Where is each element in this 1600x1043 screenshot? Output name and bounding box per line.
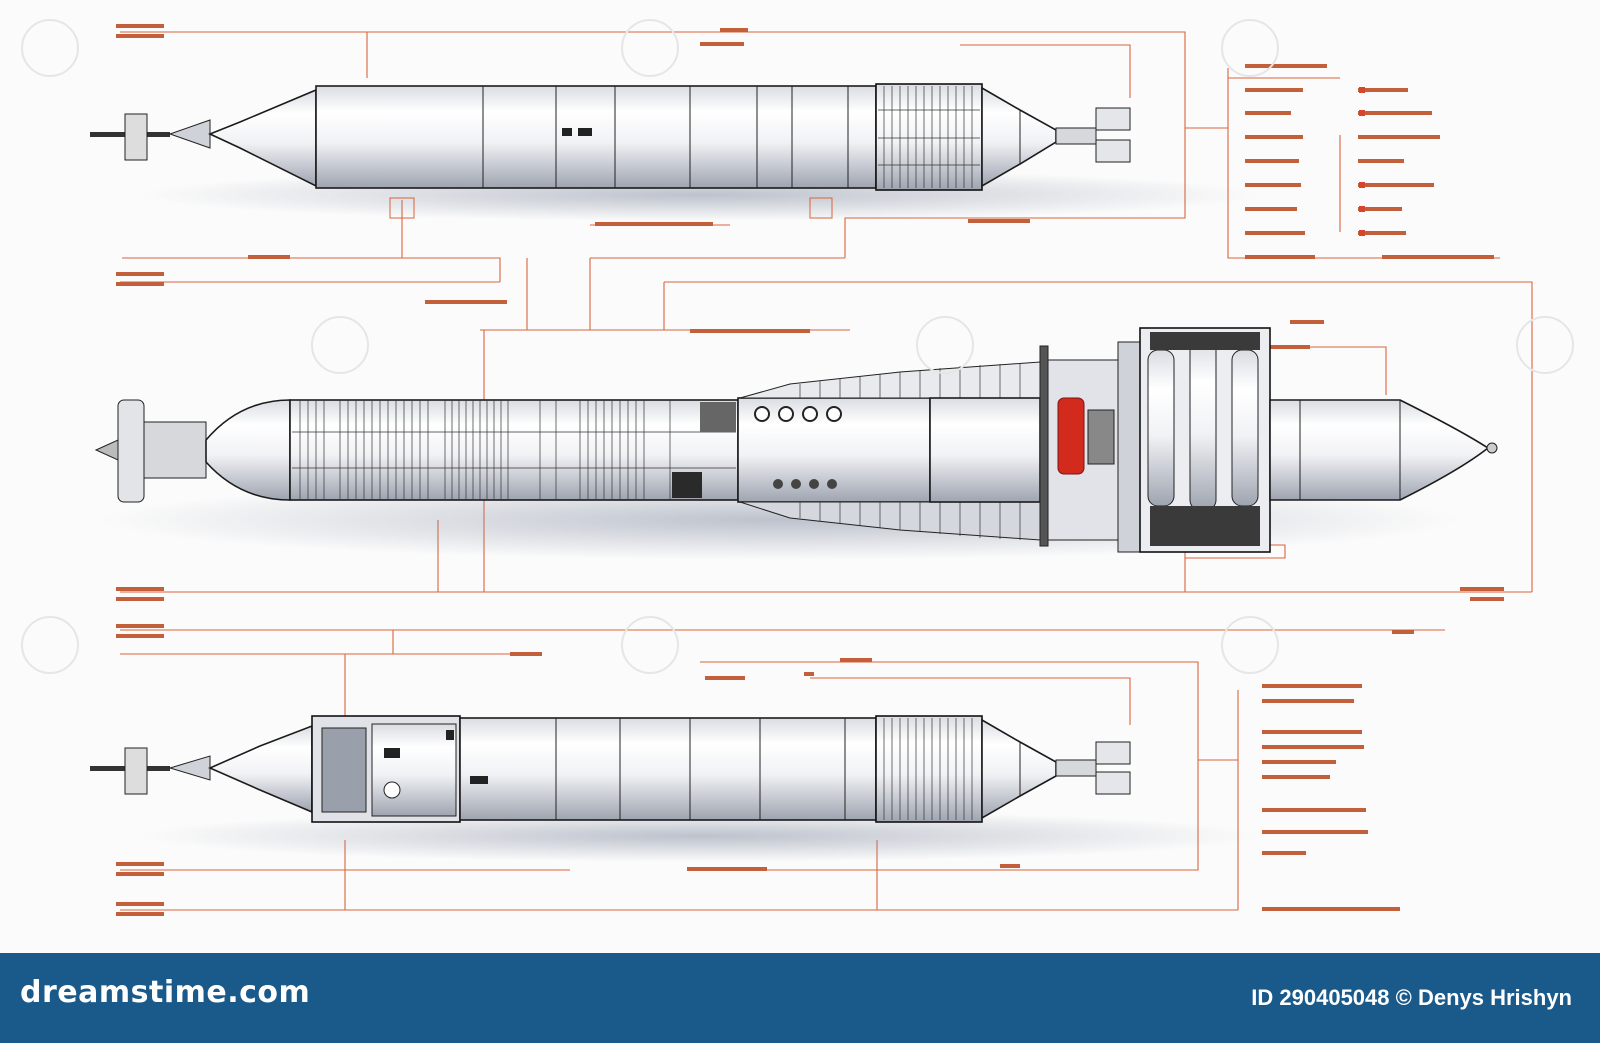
watermark-pattern xyxy=(21,19,1574,674)
dreamstime-logo: dreamstime.com xyxy=(20,975,311,1010)
bottom-rocket xyxy=(90,715,1260,862)
top-rocket xyxy=(90,83,1260,221)
blueprint-svg xyxy=(21,19,1574,916)
image-credit: ID 290405048 © Denys Hrishyn xyxy=(1251,985,1572,1010)
middle-rocket xyxy=(94,327,1498,560)
label-glyphs xyxy=(116,24,1504,916)
rocket-blueprint-diagram xyxy=(21,19,1574,916)
leader-lines xyxy=(120,31,1533,911)
stock-footer-bar: dreamstime.com ID 290405048 © Denys Hris… xyxy=(0,953,1600,1043)
